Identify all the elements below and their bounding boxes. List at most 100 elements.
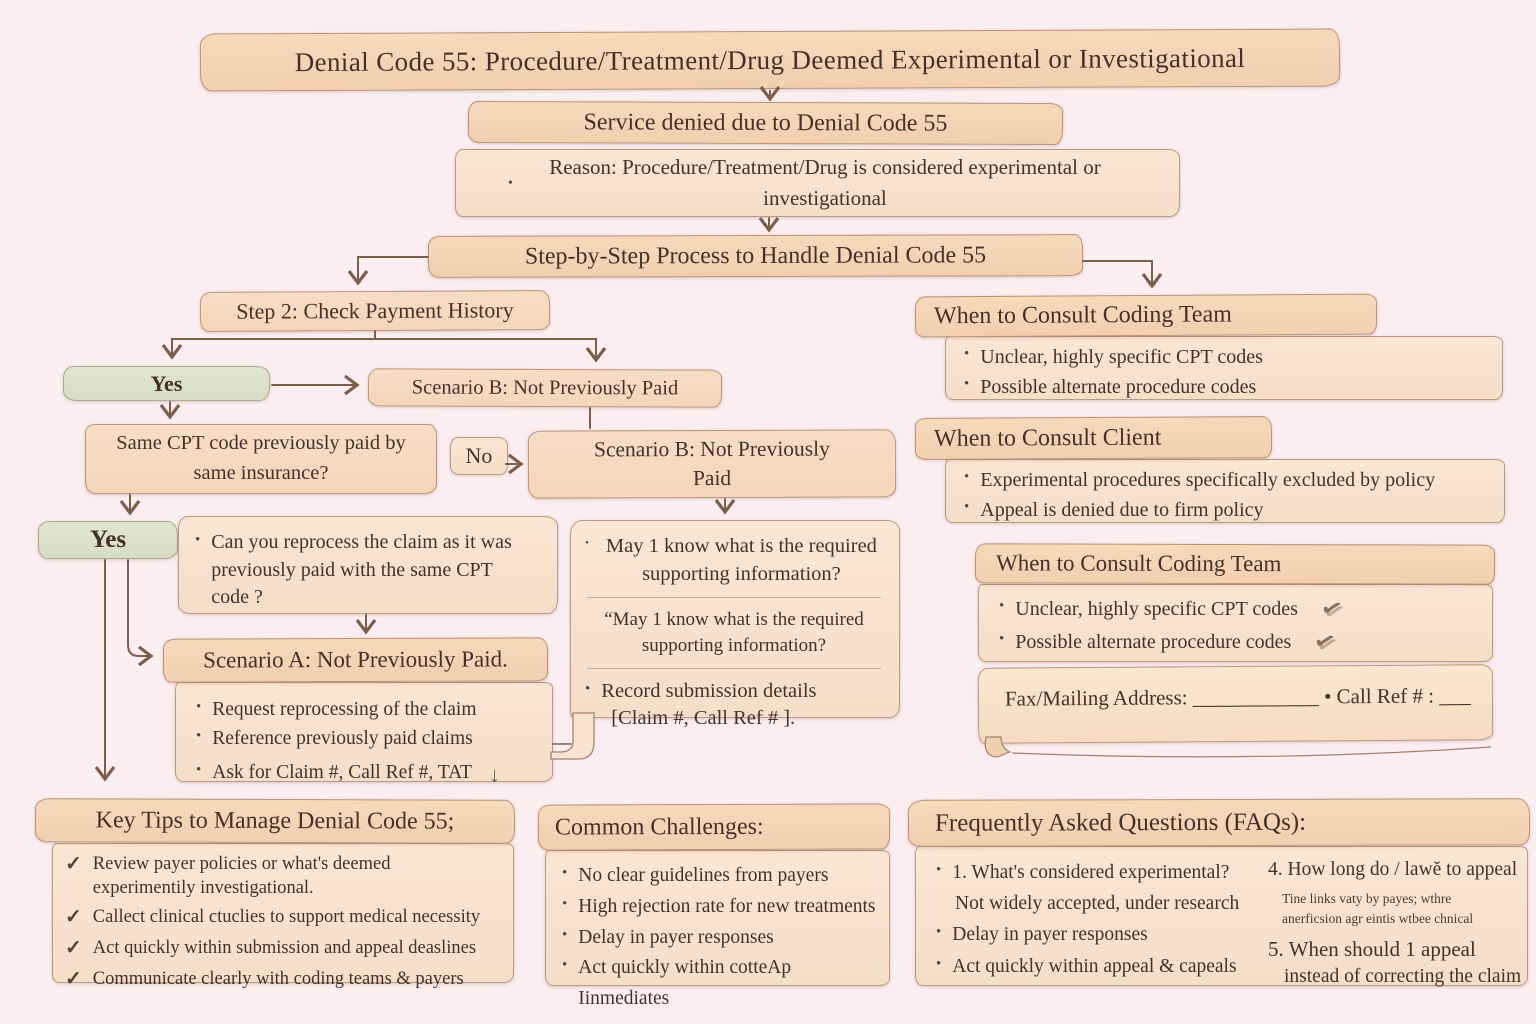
- check-icon: ✓: [65, 937, 82, 960]
- bullet-icon: •: [585, 680, 591, 697]
- fax-mailing-text: Fax/Mailing Address: ____________ • Call…: [1004, 682, 1471, 711]
- scenario-b2-text: Scenario B: Not Previously Paid: [593, 436, 830, 491]
- bullet-icon: •: [196, 761, 202, 778]
- same-cpt-box: Same CPT code previously paid by same in…: [85, 424, 437, 494]
- fax-underline-flourish: [1011, 746, 1492, 758]
- line-step2-split: [171, 330, 597, 340]
- faq-item-text: 1. What's considered experimental?: [952, 862, 1230, 883]
- scenario-a-title: Scenario A: Not Previously Paid.: [203, 646, 508, 673]
- coding-team-item-text: Unclear, highly specific CPT codes: [980, 346, 1263, 368]
- consult-coding-team-title-1: When to Consult Coding Team: [933, 301, 1232, 330]
- bullet-icon: •: [964, 346, 970, 362]
- list-item: • Appeal is denied due to firm policy: [964, 495, 1492, 525]
- list-item: • Experimental procedures specifically e…: [964, 465, 1492, 495]
- bullet-icon: •: [964, 469, 970, 485]
- list-item: ✓ Callect clinical ctuclies to support m…: [65, 905, 505, 929]
- coding-team-item-text: Possible alternate procedure codes: [980, 376, 1257, 398]
- arrow-step-to-step2: [347, 256, 429, 286]
- divider: [587, 667, 881, 669]
- check-icon: ✓: [65, 906, 82, 929]
- bullet-icon: •: [999, 598, 1005, 614]
- reprocess-question-box: • Can you reprocess the claim as it was …: [178, 516, 558, 614]
- common-challenges-header: Common Challenges:: [537, 803, 891, 851]
- list-item: • Possible alternate procedure codes ✓: [999, 626, 1480, 659]
- step2-box: Step 2: Check Payment History: [199, 290, 551, 332]
- coding-team2-item-text: Unclear, highly specific CPT codes: [1015, 598, 1298, 620]
- bullet-icon: •: [936, 924, 942, 941]
- list-item: • Delay in payer responses: [562, 923, 881, 954]
- service-denied-text: Service denied due to Denial Code 55: [583, 108, 948, 137]
- scenario-a-header: Scenario A: Not Previously Paid.: [162, 637, 549, 683]
- bubble-question-quote: “May 1 know what is the required support…: [604, 609, 864, 656]
- bullet-icon: •: [195, 532, 201, 548]
- key-tips-body: ✓ Review payer policies or what's deemed…: [52, 843, 514, 990]
- list-item: • Possible alternate procedure codes: [964, 372, 1488, 402]
- list-item: • Reference previously paid claims: [196, 724, 538, 753]
- scenario-b-box: Scenario B: Not Previously Paid: [367, 368, 723, 408]
- bullet-icon: •: [562, 895, 568, 912]
- key-tip-text: Callect clinical ctuclies to support med…: [92, 907, 481, 928]
- challenge-text: No clear guidelines from payers: [578, 865, 829, 886]
- scenario-a-item-text: Reference previously paid claims: [212, 728, 473, 750]
- key-tips-title: Key Tips to Manage Denial Code 55;: [95, 806, 455, 835]
- bullet-icon: •: [964, 376, 970, 392]
- step-process-text: Step-by-Step Process to Handle Denial Co…: [524, 241, 987, 270]
- record-details-text: Record submission details: [601, 679, 817, 702]
- client-item-text: Appeal is denied due to firm policy: [980, 499, 1264, 521]
- challenge-text: Delay in payer responses: [578, 926, 774, 948]
- step-process-box: Step-by-Step Process to Handle Denial Co…: [427, 234, 1084, 278]
- consult-client-header: When to Consult Client: [914, 416, 1273, 460]
- challenge-text: High rejection rate for new treatments: [578, 895, 876, 917]
- faq-item-text: Act quickly within appeal & capeals: [952, 955, 1237, 977]
- list-item: • Unclear, highly specific CPT codes ✓: [999, 593, 1480, 626]
- same-cpt-text: Same CPT code previously paid by same in…: [116, 432, 406, 484]
- consult-coding-team-header-1: When to Consult Coding Team: [914, 293, 1378, 338]
- scenario-b2-box: Scenario B: Not Previously Paid: [527, 429, 897, 499]
- list-item: • 1. What's considered experimental?: [936, 857, 1256, 888]
- list-item: • Unclear, highly specific CPT codes: [964, 342, 1488, 372]
- list-item: • No clear guidelines from payers: [562, 861, 881, 892]
- faq-item-text: 5. When should 1 appeal: [1268, 937, 1476, 962]
- faq-body: • 1. What's considered experimental? Not…: [915, 846, 1528, 987]
- yes-box-2: Yes: [38, 521, 178, 559]
- faq-item-small-text: anerficsion agr eintis wtbee chnical: [1282, 910, 1474, 926]
- reason-box: • Reason: Procedure/Treatment/Drug is co…: [455, 149, 1180, 217]
- faq-right-column: 4. How long do / lawĕ to appeal Tine lin…: [1268, 857, 1523, 990]
- faq-title: Frequently Asked Questions (FAQs):: [934, 808, 1307, 837]
- list-item: • Delay in payer responses: [936, 919, 1256, 950]
- key-tip-text: Communicate clearly with coding teams & …: [92, 969, 464, 990]
- list-item: • Act quickly within cotteAp Iinmediates: [562, 953, 881, 1015]
- bullet-icon: •: [508, 175, 513, 191]
- bullet-icon: •: [936, 955, 942, 972]
- key-tip-text: Review payer policies or what's deemed e…: [92, 854, 391, 899]
- scenario-a-item-text: Request reprocessing of the claim: [212, 699, 477, 720]
- bullet-icon: •: [964, 499, 970, 515]
- consult-coding-team-header-2: When to Consult Coding Team: [974, 543, 1496, 585]
- list-item: ✓ Review payer policies or what's deemed…: [65, 852, 505, 900]
- faq-item-text: 4. How long do / lawĕ to appeal: [1268, 859, 1518, 880]
- supporting-info-bubble: • May 1 know what is the required suppor…: [570, 520, 900, 729]
- bullet-icon: •: [196, 728, 202, 745]
- arrow-yes2-to-scenarioa: [127, 559, 154, 667]
- list-item: • High rejection rate for new treatments: [562, 892, 881, 923]
- record-details-ref: [Claim #, Call Ref # ].: [611, 707, 796, 730]
- list-item: ✓ Communicate clearly with coding teams …: [65, 967, 505, 991]
- reason-text: Reason: Procedure/Treatment/Drug is cons…: [549, 154, 1101, 211]
- double-check-icon: ✓: [1310, 627, 1339, 657]
- list-item: • Ask for Claim #, Call Ref #, TAT ↓: [196, 758, 538, 791]
- yes-box-1: Yes: [63, 366, 270, 401]
- down-arrow-icon: ↓: [488, 761, 500, 787]
- bullet-icon: •: [562, 957, 568, 974]
- faq-item-text: Delay in payer responses: [952, 924, 1148, 946]
- bubble-question-text: May 1 know what is the required supporti…: [605, 535, 877, 585]
- page-title: Denial Code 55: Procedure/Treatment/Drug…: [294, 42, 1246, 77]
- coding-team2-item-text: Possible alternate procedure codes: [1015, 631, 1292, 653]
- consult-coding-team-title-2: When to Consult Coding Team: [995, 550, 1282, 577]
- scenario-b-text: Scenario B: Not Previously Paid: [411, 376, 679, 399]
- client-item-text: Experimental procedures specifically exc…: [980, 469, 1436, 491]
- faq-header: Frequently Asked Questions (FAQs):: [907, 798, 1531, 847]
- faq-item-text: Not widely accepted, under research: [955, 893, 1240, 915]
- bullet-icon: •: [936, 862, 942, 878]
- arrow-step-to-consult: [1082, 260, 1163, 289]
